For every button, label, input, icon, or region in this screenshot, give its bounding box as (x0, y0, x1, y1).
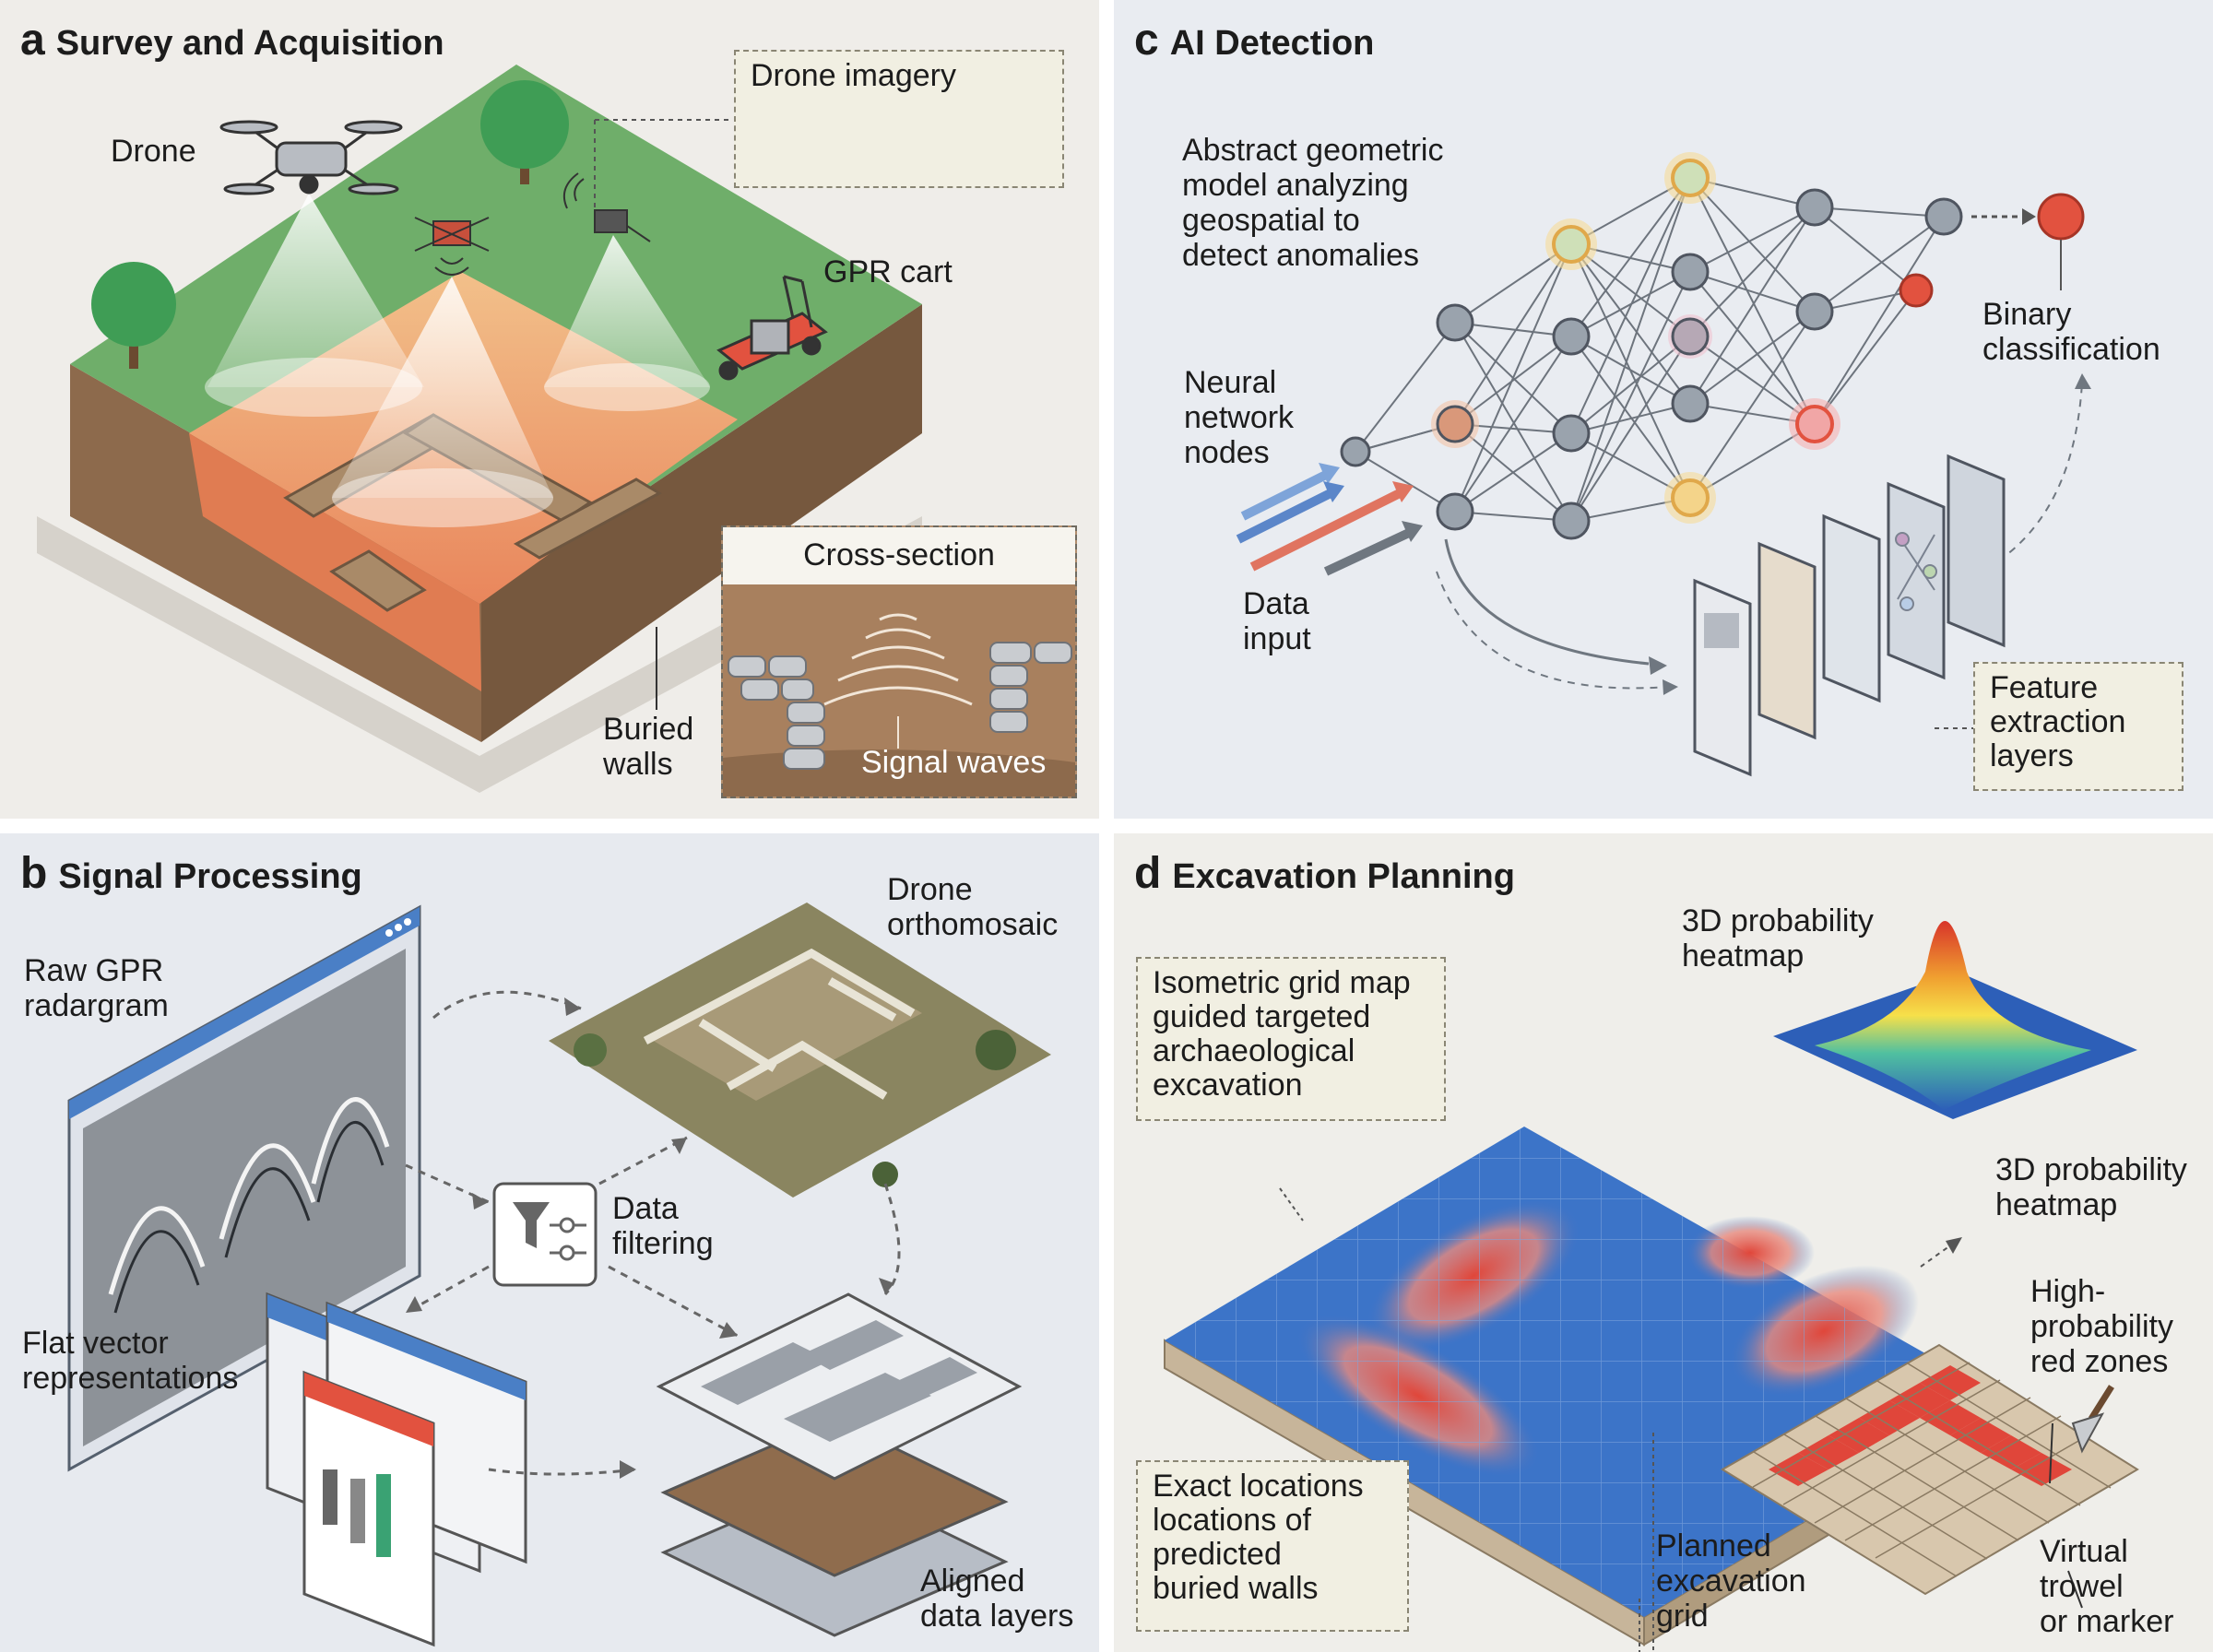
aligned-layers-label: Aligned data layers (920, 1564, 1074, 1634)
small-drone-icon (414, 217, 490, 276)
signal-processing-illustration (67, 903, 1051, 1647)
tree-icon (91, 262, 176, 369)
drone-beam-1 (207, 194, 424, 387)
cross-section-illustration (723, 584, 1075, 796)
flat-vector-documents (266, 1292, 527, 1647)
neural-network-illustration (1236, 152, 2091, 777)
high-probability-label: High- probability red zones (2030, 1274, 2173, 1379)
pit-front-wall (189, 433, 481, 691)
data-input-label: Data input (1243, 586, 1311, 656)
isometric-grid-box: Isometric grid map guided targeted archa… (1136, 957, 1446, 1121)
exact-locations-box: Exact locations locations of predicted b… (1136, 1460, 1409, 1632)
orthomosaic-image (549, 903, 1051, 1198)
hyperbola-reflections (108, 1097, 390, 1295)
network-edges (1355, 177, 1945, 522)
tree-icon (480, 80, 569, 184)
buried-walls-label: Buried walls (603, 712, 694, 782)
flat-vector-label: Flat vector representations (22, 1326, 239, 1396)
data-input-arrows (1236, 463, 1423, 576)
drone-label: Drone (111, 134, 196, 169)
data-filtering-label: Data filtering (612, 1191, 714, 1261)
feature-layer-stack (1693, 454, 2006, 777)
survey-scene-illustration (37, 65, 922, 793)
block-right-face (481, 304, 922, 742)
network-nodes (1340, 152, 2085, 540)
drone-orthomosaic-label: Drone orthomosaic (887, 872, 1059, 942)
gpr-cart-label: GPR cart (823, 254, 953, 289)
gpr-cart-icon (716, 275, 828, 381)
heatmap-top-label: 3D probability heatmap (1682, 903, 1874, 974)
radargram-window (67, 904, 421, 1472)
drone-beam-3 (544, 235, 710, 387)
trowel-icon (2071, 1385, 2114, 1454)
signal-waves-icon (823, 613, 973, 706)
heatmap-side-label: 3D probability heatmap (1995, 1152, 2187, 1222)
drone-beam-2 (332, 277, 553, 498)
raw-gpr-label: Raw GPR radargram (24, 953, 169, 1023)
feature-extraction-box: Feature extraction layers (1973, 662, 2183, 791)
data-filter-icon (492, 1182, 598, 1287)
cross-section-title: Cross-section (723, 527, 1075, 584)
planned-grid-label: Planned excavation grid (1656, 1528, 1806, 1634)
binary-classification-label: Binary classification (1982, 297, 2160, 367)
signal-waves-label: Signal waves (861, 745, 1047, 780)
3d-probability-heatmap (1773, 921, 2137, 1119)
planned-excavation-grid (1721, 1343, 2139, 1596)
drone-imagery-box: Drone imagery (734, 50, 1064, 188)
cross-section-inset: Cross-section Signal waves (721, 525, 1077, 798)
binary-output-node (2037, 193, 2085, 241)
virtual-trowel-label: Virtual trowel or marker (2040, 1534, 2174, 1639)
drone-icon (219, 120, 403, 195)
sensor-icon (563, 172, 651, 242)
excavation-planning-illustration (1164, 921, 2139, 1652)
nn-nodes-label: Neural network nodes (1184, 365, 1295, 470)
abstract-model-label: Abstract geometric model analyzing geosp… (1182, 133, 1444, 273)
aligned-data-layers (656, 1292, 1023, 1637)
